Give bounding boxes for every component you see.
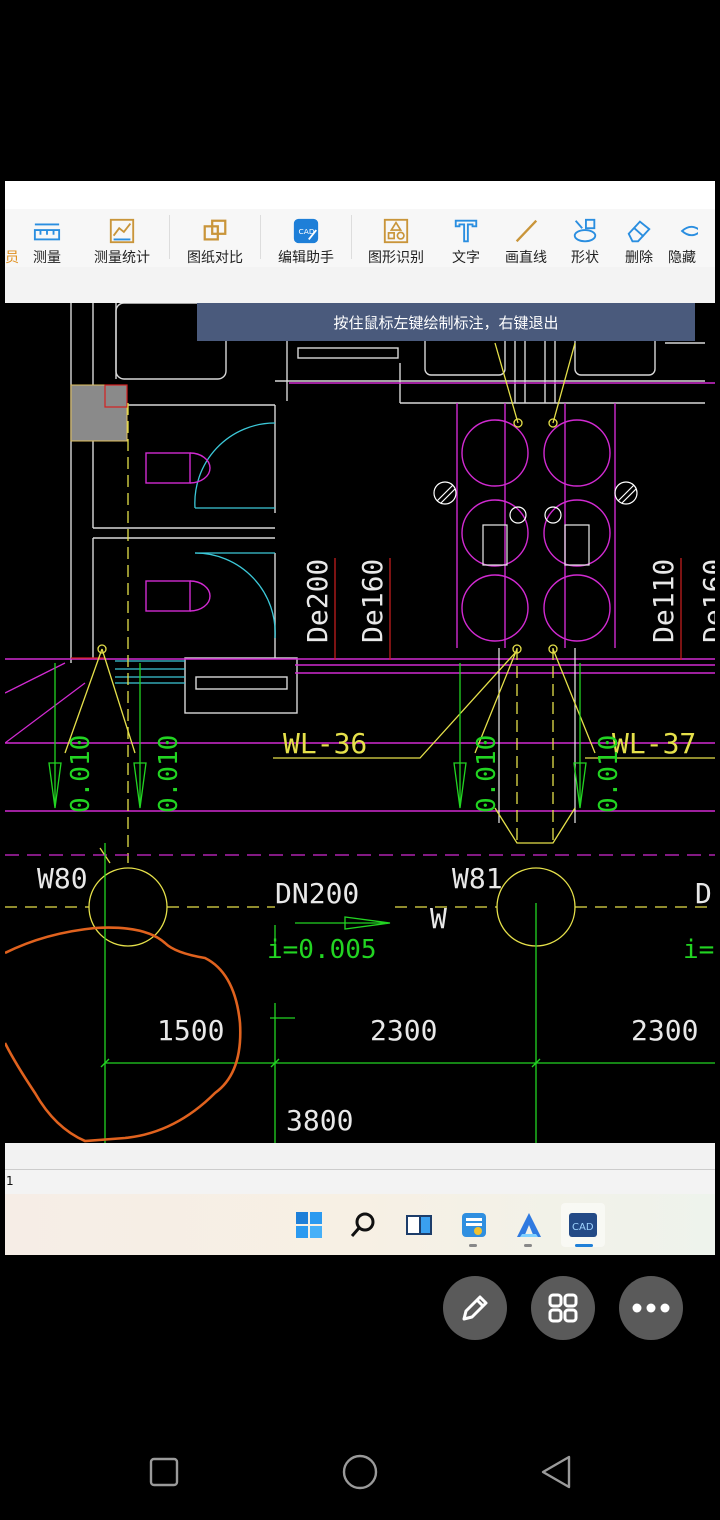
dim-1500: 1500 bbox=[157, 1014, 224, 1047]
tool-draw-line[interactable]: 画直线 bbox=[492, 209, 560, 267]
command-line[interactable]: 1 bbox=[5, 1170, 715, 1194]
grid-icon bbox=[548, 1293, 578, 1323]
tool-measure-stats[interactable]: 测量统计 bbox=[75, 209, 169, 267]
tool-compare-drawings[interactable]: 图纸对比 bbox=[170, 209, 260, 267]
back-button[interactable] bbox=[534, 1450, 578, 1494]
w-label: W bbox=[430, 902, 447, 935]
drawing-canvas[interactable]: W80 W81 DN200 W 1500 2300 2300 3800 D WL… bbox=[5, 303, 715, 1143]
pipe-label-de160-b: De160 bbox=[697, 559, 715, 643]
ruler-icon bbox=[33, 223, 61, 241]
pipe-label-de160: De160 bbox=[356, 559, 389, 643]
cut-label-d: D bbox=[695, 877, 712, 910]
slope-label-1: 0.010 bbox=[66, 735, 96, 813]
slope-labels: 0.010 0.010 0.010 0.010 i=0.005 i= bbox=[66, 735, 714, 965]
app-certificate-icon[interactable] bbox=[456, 1207, 492, 1243]
text-icon bbox=[454, 219, 478, 243]
partial-tool-icon bbox=[5, 217, 19, 245]
svg-text:CAD: CAD bbox=[572, 1222, 594, 1233]
toolbar-divider bbox=[260, 215, 261, 259]
cad-app-icon[interactable]: CAD bbox=[561, 1202, 605, 1247]
line-icon bbox=[515, 219, 538, 243]
tool-text[interactable]: 文字 bbox=[440, 209, 492, 267]
windows-start-icon[interactable] bbox=[291, 1207, 327, 1243]
home-button[interactable] bbox=[338, 1450, 382, 1494]
tool-edit-assistant[interactable]: CAD 编辑助手 bbox=[261, 209, 351, 267]
tool-shape-recognition[interactable]: 图形识别 bbox=[352, 209, 440, 267]
sub-toolbar bbox=[5, 267, 715, 303]
more-options-button[interactable] bbox=[619, 1276, 683, 1340]
shape-recognize-icon bbox=[383, 218, 409, 244]
tool-shapes[interactable]: 形状 bbox=[560, 209, 610, 267]
title-bar bbox=[5, 181, 715, 209]
taskbar: CAD bbox=[5, 1194, 715, 1255]
yellow-lines bbox=[5, 342, 715, 947]
cad-edit-icon: CAD bbox=[293, 218, 319, 244]
annotate-pen-button[interactable] bbox=[443, 1276, 507, 1340]
running-indicator bbox=[524, 1244, 532, 1247]
cad-drawing: W80 W81 DN200 W 1500 2300 2300 3800 D WL… bbox=[5, 303, 715, 1143]
measure-stats-icon bbox=[109, 218, 135, 244]
hide-icon bbox=[680, 225, 698, 237]
pipe-labels: De200 De160 De110 De160 bbox=[301, 559, 715, 643]
green-annotations bbox=[48, 663, 715, 1143]
apps-grid-button[interactable] bbox=[531, 1276, 595, 1340]
dim-2300-b: 2300 bbox=[631, 1014, 698, 1047]
active-indicator bbox=[575, 1244, 593, 1247]
pipe-size-label: DN200 bbox=[275, 877, 359, 910]
tool-partial-left[interactable]: 员 bbox=[5, 209, 19, 267]
labels-white: W80 W81 DN200 W 1500 2300 2300 3800 D bbox=[37, 862, 712, 1137]
svg-text:CAD: CAD bbox=[299, 227, 315, 236]
pipe-label-de110: De110 bbox=[647, 559, 680, 643]
square-icon bbox=[149, 1457, 179, 1487]
eraser-icon bbox=[627, 220, 651, 243]
toolbar-divider bbox=[169, 215, 170, 259]
slope-label-2: 0.010 bbox=[154, 735, 184, 813]
slope-label-3: 0.010 bbox=[472, 735, 502, 813]
line-label-wl37: WL-37 bbox=[612, 727, 696, 760]
dim-3800: 3800 bbox=[286, 1104, 353, 1137]
markup-freehand bbox=[5, 926, 242, 1143]
tool-measure[interactable]: 测量 bbox=[19, 209, 75, 267]
compare-icon bbox=[203, 219, 227, 241]
search-icon[interactable] bbox=[346, 1207, 382, 1243]
floor-drains bbox=[433, 481, 638, 524]
doors bbox=[115, 422, 276, 684]
line-label-wl36: WL-36 bbox=[283, 727, 367, 760]
pen-icon bbox=[462, 1295, 488, 1321]
cad-app-window: 员 测量 测量统计 图纸对比 CAD 编辑助手 图形识别 文字 bbox=[5, 181, 715, 1255]
slope-label-4: 0.010 bbox=[594, 735, 624, 813]
status-bar bbox=[5, 1143, 715, 1170]
tool-hide[interactable]: 隐藏 bbox=[668, 209, 704, 267]
more-icon bbox=[632, 1303, 670, 1313]
toolbar: 员 测量 测量统计 图纸对比 CAD 编辑助手 图形识别 文字 bbox=[5, 209, 715, 267]
recent-apps-button[interactable] bbox=[142, 1450, 186, 1494]
dim-2300-a: 2300 bbox=[370, 1014, 437, 1047]
task-view-icon[interactable] bbox=[401, 1207, 437, 1243]
risers bbox=[482, 524, 590, 823]
slope-label-cut: i= bbox=[683, 935, 714, 965]
column-marker bbox=[104, 384, 128, 408]
tool-delete[interactable]: 删除 bbox=[610, 209, 668, 267]
toolbar-divider bbox=[351, 215, 352, 259]
drawing-hint-banner: 按住鼠标左键绘制标注，右键退出 bbox=[197, 303, 695, 341]
well-label-w81: W81 bbox=[452, 862, 503, 895]
labels-yellow: WL-36 WL-37 bbox=[283, 727, 696, 760]
walls bbox=[70, 303, 705, 714]
well-label-w80: W80 bbox=[37, 862, 88, 895]
shapes-icon bbox=[573, 218, 597, 243]
back-triangle-icon bbox=[541, 1455, 571, 1489]
pipe-label-de200: De200 bbox=[301, 559, 334, 643]
fixtures bbox=[5, 382, 715, 812]
running-indicator bbox=[469, 1244, 477, 1247]
slope-label-main: i=0.005 bbox=[267, 935, 377, 965]
app-a-icon[interactable] bbox=[511, 1207, 547, 1243]
column-fixture bbox=[70, 384, 128, 442]
circle-icon bbox=[342, 1454, 378, 1490]
